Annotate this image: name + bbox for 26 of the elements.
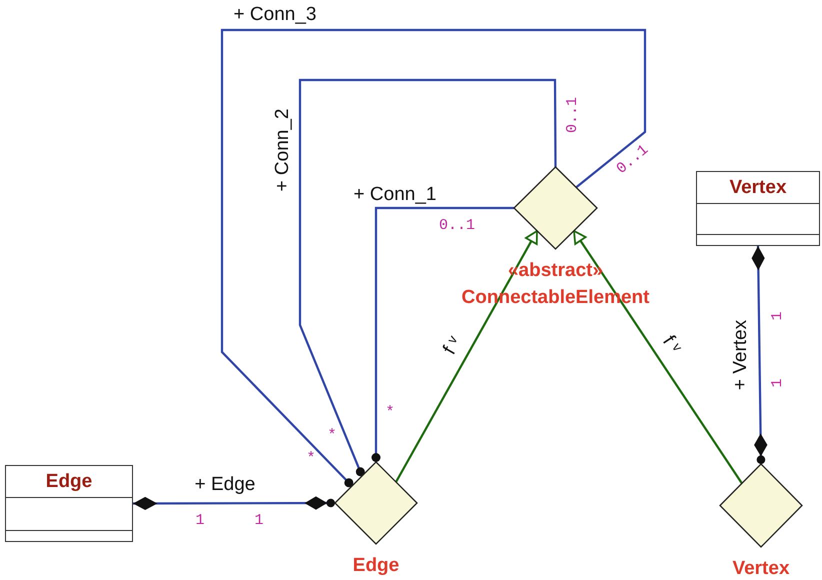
class-box	[696, 171, 820, 246]
class-name: Vertex	[729, 176, 787, 198]
multiplicity: 0..1	[565, 97, 581, 133]
association-line	[372, 206, 514, 462]
multiplicity: 1	[770, 312, 786, 320]
multiplicity: *	[306, 451, 316, 467]
association-line	[752, 246, 768, 464]
association-line	[133, 496, 335, 510]
element-name: Vertex	[732, 557, 790, 580]
class-box	[5, 465, 133, 542]
multiplicity: *	[328, 428, 336, 444]
edge-label: + Conn_2	[272, 106, 294, 194]
multiplicity: 1	[196, 513, 204, 529]
element-name: Edge	[352, 554, 400, 578]
association-line	[298, 78, 557, 476]
multiplicity: 0..1	[439, 218, 475, 234]
edge-label: + Conn_3	[232, 4, 318, 26]
multiplicity: 1	[254, 513, 264, 529]
class-name: Edge	[46, 470, 92, 492]
multiplicity: *	[386, 405, 394, 421]
generalization-arrow	[395, 230, 538, 483]
edge-label: + Edge	[192, 474, 258, 496]
association-line	[220, 28, 646, 488]
edge-label: + Conn_1	[352, 184, 438, 206]
multiplicity: 1	[770, 378, 786, 388]
generalization-arrow	[573, 230, 743, 484]
